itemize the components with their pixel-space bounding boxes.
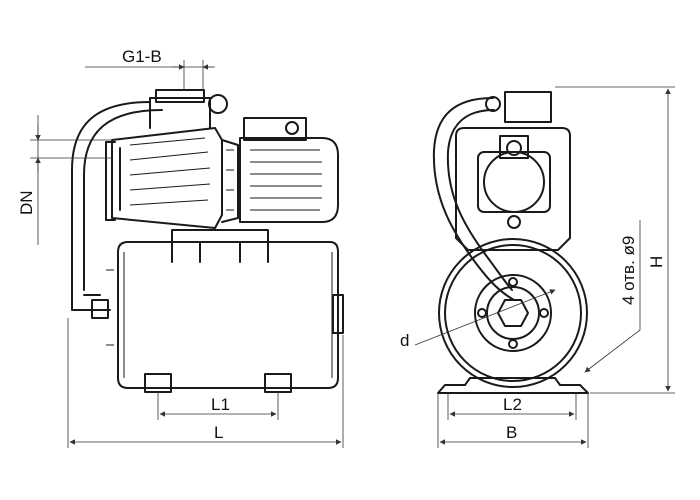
label-l: L [214,423,223,442]
side-view: G1-B DN L1 L [17,47,344,448]
tank-base [437,377,589,394]
dim-l: L [67,318,344,448]
label-g1b: G1-B [122,47,162,66]
tank-front [437,238,589,394]
tank-foot-left [144,373,172,393]
label-h: H [647,256,666,268]
dim-g1b: G1-B [85,47,215,90]
pressure-hose-front [432,97,515,301]
label-b: B [506,423,517,442]
dim-l2: L2 [447,393,577,420]
label-holes: 4 отв. ø9 [619,236,638,305]
pump-front [455,91,571,251]
dim-holes: 4 отв. ø9 [584,220,641,373]
dim-l1: L1 [157,392,279,420]
dim-dn: DN [17,115,112,245]
dim-h: H [555,86,675,394]
pump-body [105,89,239,229]
dim-b: B [437,393,589,448]
front-view: d L2 B 4 отв. ø9 H [400,86,675,448]
label-d: d [400,331,409,350]
label-l2: L2 [503,395,522,414]
tank-foot-right [264,373,292,393]
pressure-hose [71,101,151,291]
label-dn: DN [17,190,36,215]
pressure-tank [117,229,344,393]
motor [239,117,339,223]
label-l1: L1 [211,395,230,414]
dim-d: d [400,289,556,350]
